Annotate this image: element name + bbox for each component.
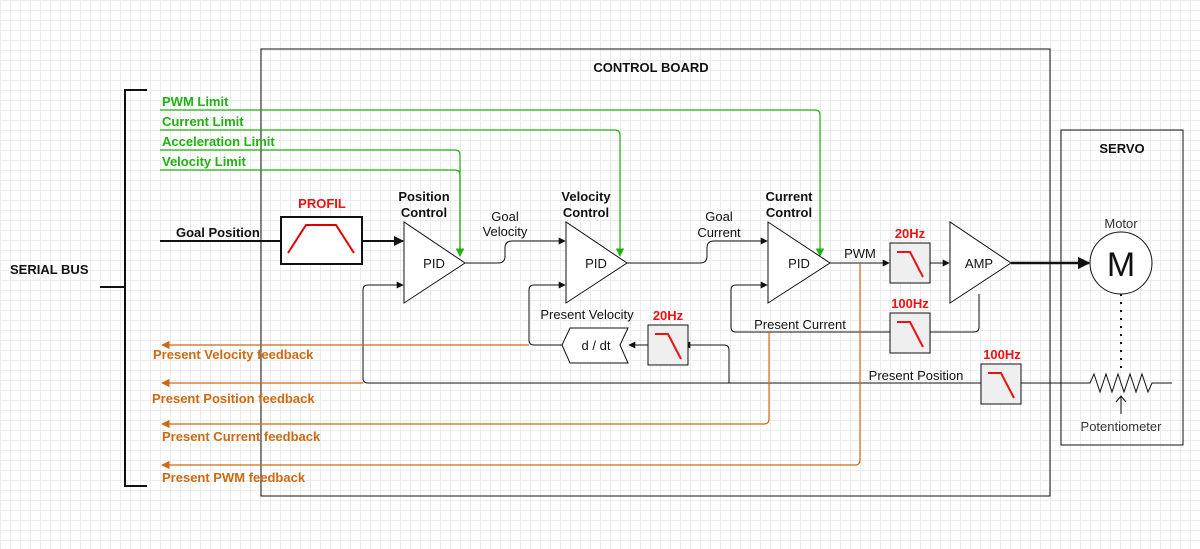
velocity-control-label-2: Control [563, 205, 609, 220]
goal-velocity-label-1: Goal [491, 209, 519, 224]
present-velocity-wire [528, 281, 566, 346]
velocity-limit-label: Velocity Limit [162, 154, 246, 169]
pwm-limit-label: PWM Limit [162, 94, 229, 109]
current-control-label-2: Control [766, 205, 812, 220]
profil-curve [287, 224, 355, 254]
current-filter-label: 100Hz [891, 296, 929, 311]
position-to-velocity-filter-wire [683, 341, 730, 383]
current-pid-block [767, 221, 831, 304]
present-position-feedback-label: Present Position feedback [152, 391, 315, 406]
position-pid-block [403, 221, 466, 304]
velocity-pid-label: PID [585, 256, 607, 271]
potentiometer-label: Potentiometer [1081, 419, 1163, 434]
current-sense-wire [930, 294, 980, 333]
current-control-label-1: Current [766, 189, 814, 204]
goal-position-label: Goal Position [176, 225, 260, 240]
present-pwm-feedback-line [161, 263, 861, 470]
position-control-label-2: Control [401, 205, 447, 220]
potentiometer [1071, 372, 1172, 414]
pwm-label: PWM [844, 246, 876, 261]
current-filter-block [889, 312, 931, 354]
amp-block [949, 221, 1012, 304]
position-filter-block [980, 363, 1022, 405]
pwm-filter-block [889, 242, 931, 284]
goal-current-label-2: Current [697, 225, 741, 240]
profil-label: PROFIL [298, 196, 346, 211]
present-current-feedback-label: Present Current feedback [162, 429, 321, 444]
serial-bus-bracket [100, 89, 147, 487]
goal-current-wire [627, 237, 768, 264]
control-board-frame [260, 48, 1051, 497]
position-pid-label: PID [423, 256, 445, 271]
goal-current-label-1: Goal [705, 209, 733, 224]
servo-title: SERVO [1099, 141, 1144, 156]
motor-letter: M [1107, 246, 1135, 284]
velocity-filter-label: 20Hz [653, 308, 684, 323]
velocity-control-label-1: Velocity [561, 189, 611, 204]
present-velocity-label: Present Velocity [540, 307, 634, 322]
control-board-title: CONTROL BOARD [593, 60, 708, 75]
pwm-limit-line [160, 109, 825, 257]
limit-lines [160, 109, 825, 257]
servo-frame [1060, 129, 1184, 446]
serial-bus-label: SERIAL BUS [10, 262, 89, 277]
acceleration-limit-line [160, 149, 465, 257]
goal-velocity-label-2: Velocity [483, 224, 528, 239]
present-pwm-feedback-label: Present PWM feedback [162, 470, 306, 485]
velocity-pid-block [565, 221, 628, 304]
amp-label: AMP [965, 256, 993, 271]
acceleration-limit-label: Acceleration Limit [162, 134, 275, 149]
present-position-label: Present Position [869, 368, 964, 383]
current-limit-line [160, 129, 625, 257]
current-limit-label: Current Limit [162, 114, 244, 129]
present-current-label: Present Current [754, 317, 846, 332]
position-control-label-1: Position [398, 189, 449, 204]
goal-velocity-wire [465, 237, 566, 264]
velocity-limit-line [160, 169, 465, 257]
present-position-wire [362, 281, 981, 384]
present-current-wire [730, 281, 890, 333]
derivative-label: d / dt [582, 338, 611, 353]
present-current-feedback-line [161, 332, 770, 429]
current-pid-label: PID [788, 256, 810, 271]
velocity-filter-block [647, 324, 689, 366]
position-filter-label: 100Hz [983, 347, 1021, 362]
pwm-filter-label: 20Hz [895, 226, 926, 241]
motor-label: Motor [1104, 216, 1138, 231]
present-velocity-feedback-label: Present Velocity feedback [153, 347, 314, 362]
feedback-lines [161, 263, 861, 470]
